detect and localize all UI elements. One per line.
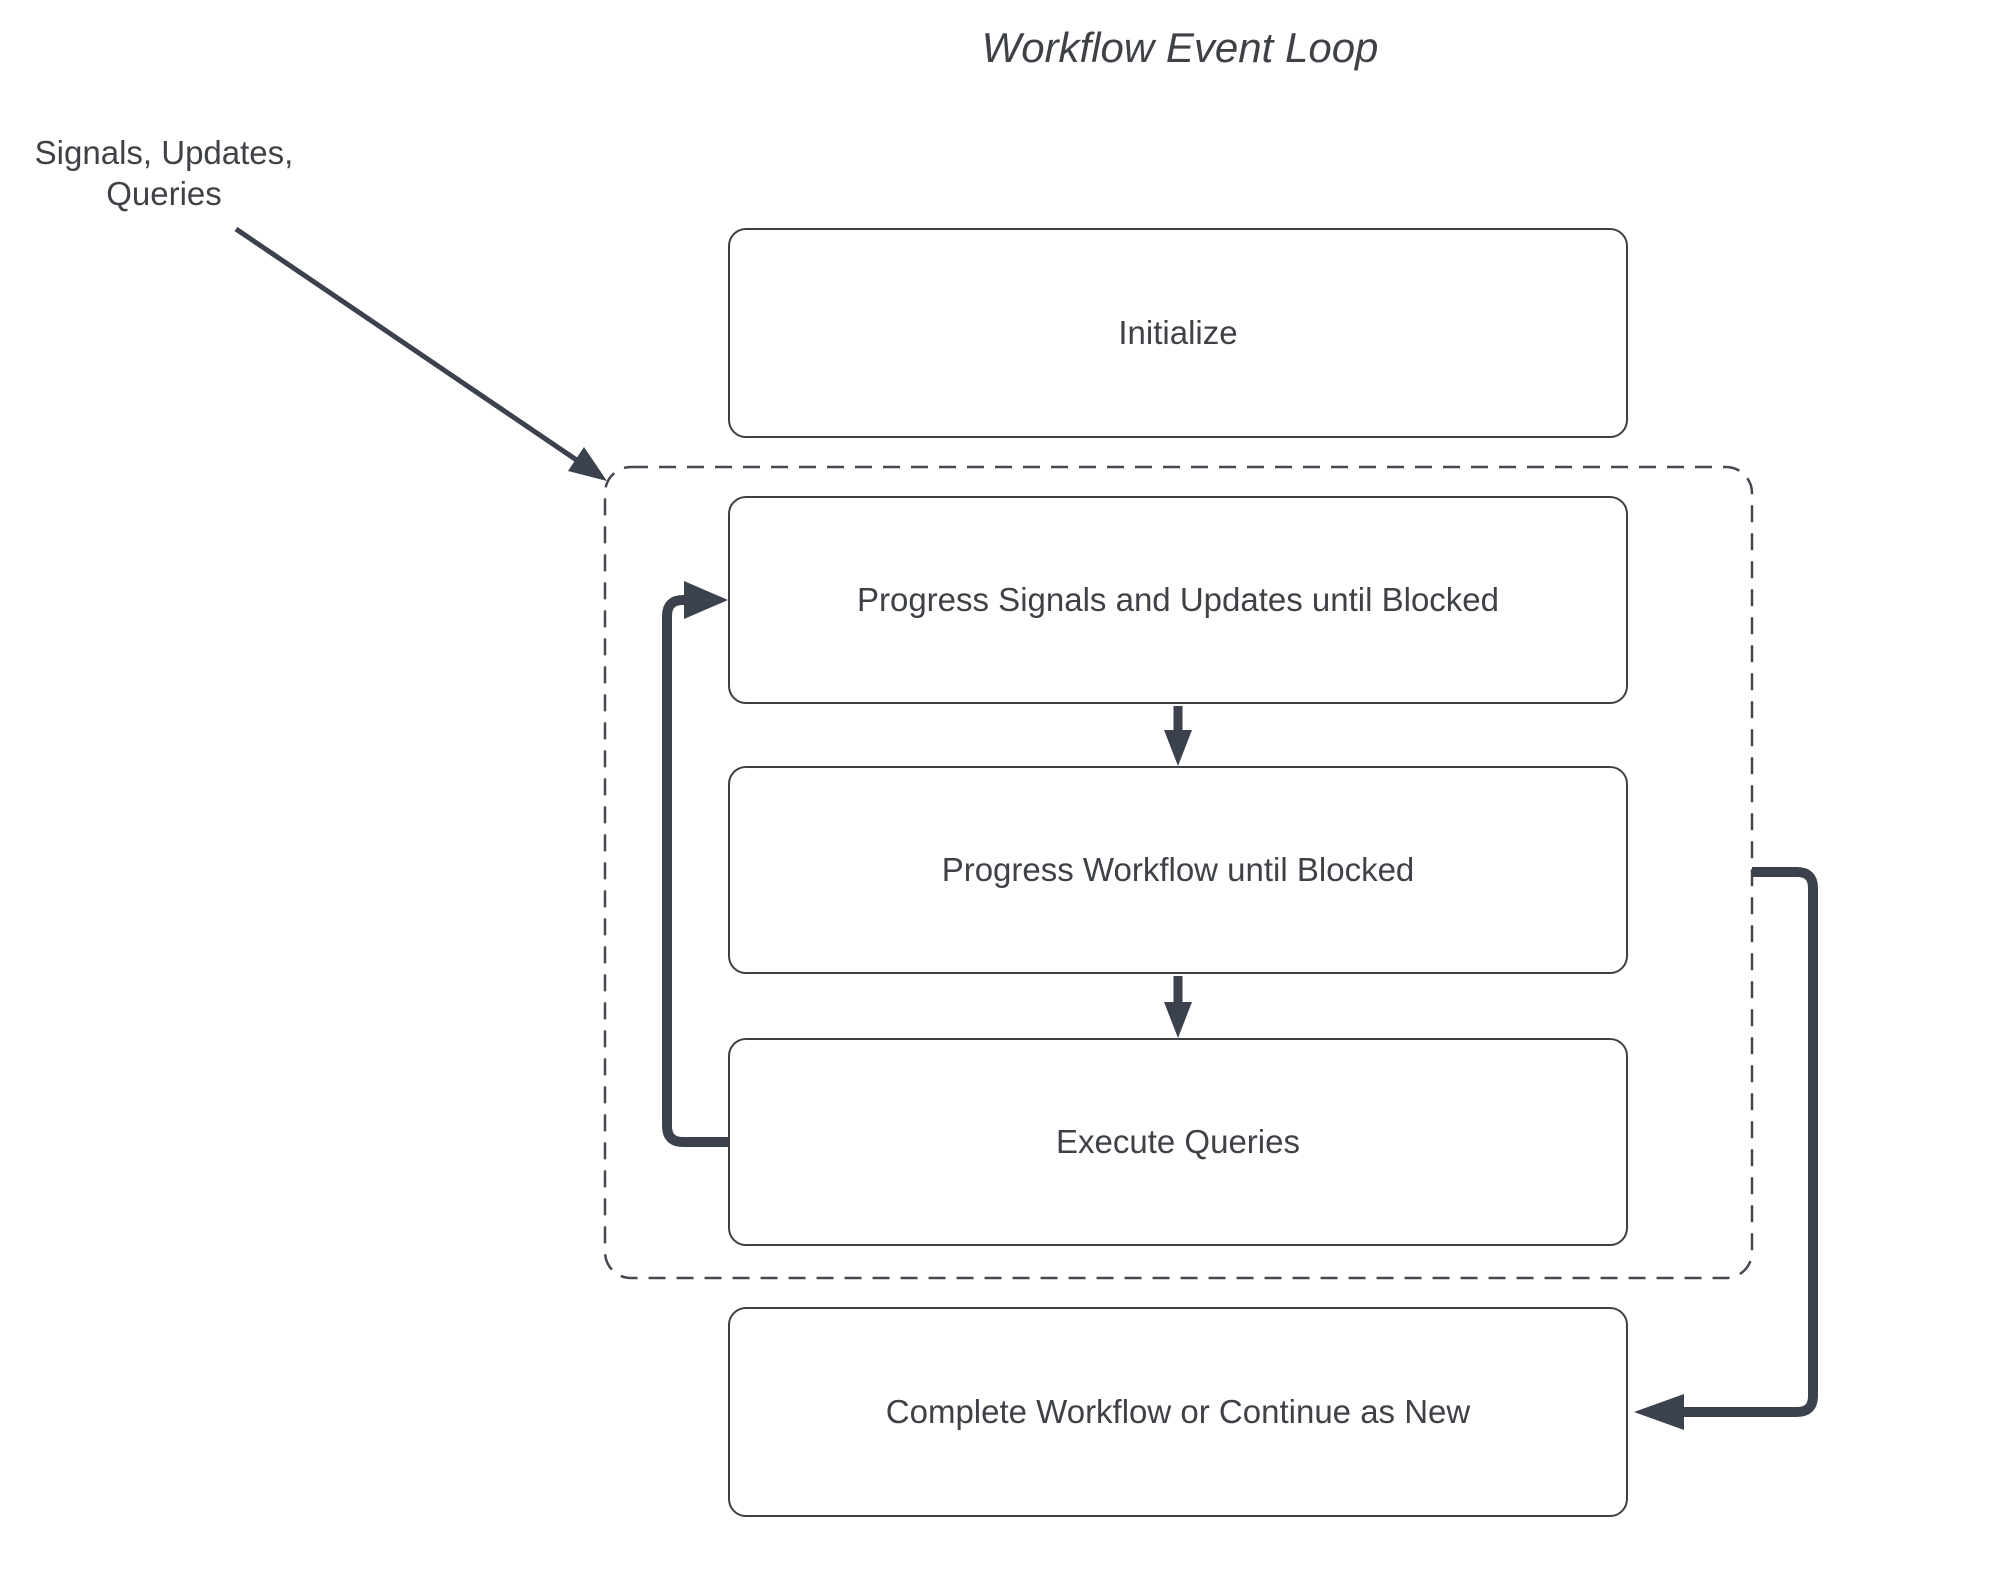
node-progress-signals-updates-label: Progress Signals and Updates until Block… <box>856 581 1500 618</box>
node-complete-workflow: Complete Workflow or Continue as New <box>728 1307 1628 1517</box>
node-initialize-label: Initialize <box>1118 314 1238 351</box>
node-progress-workflow-label: Progress Workflow until Blocked <box>941 851 1415 888</box>
node-execute-queries-label: Execute Queries <box>1056 1123 1300 1160</box>
arrow-workflow-to-queries-head <box>1164 1002 1192 1038</box>
node-execute-queries: Execute Queries <box>728 1038 1628 1246</box>
node-progress-signals-updates: Progress Signals and Updates until Block… <box>728 496 1628 704</box>
loop-back-connector <box>662 595 728 1147</box>
arrow-signals-to-loop <box>234 226 580 464</box>
node-initialize: Initialize <box>728 228 1628 438</box>
signals-updates-queries-label-line2: Queries <box>106 175 222 212</box>
exit-arrowhead <box>1634 1394 1684 1430</box>
arrow-signals-to-loop-head <box>568 447 607 481</box>
arrow-signals-to-workflow-head <box>1164 730 1192 766</box>
diagram-title: Workflow Event Loop <box>981 24 1379 71</box>
loop-back-arrowhead <box>684 581 728 619</box>
node-progress-workflow: Progress Workflow until Blocked <box>728 766 1628 974</box>
signals-updates-queries-label-line1: Signals, Updates, <box>34 134 294 171</box>
signals-updates-queries-label: Signals, Updates, Queries <box>14 132 314 214</box>
node-complete-workflow-label: Complete Workflow or Continue as New <box>885 1393 1471 1430</box>
exit-connector <box>1684 867 1818 1417</box>
